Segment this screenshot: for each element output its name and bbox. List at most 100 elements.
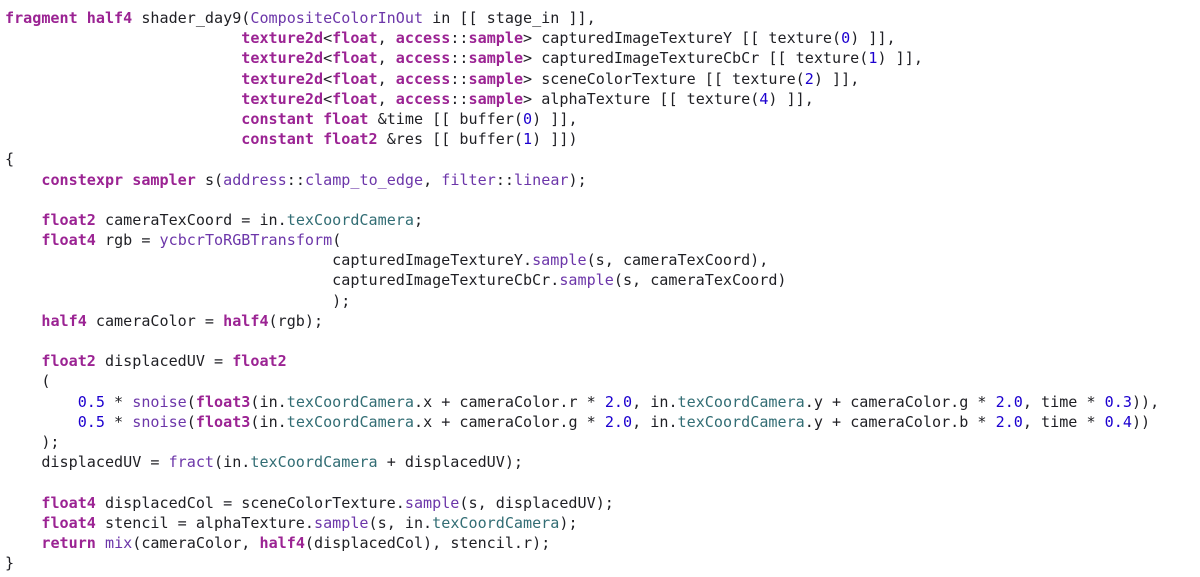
code-token: + displacedUV);: [377, 453, 524, 472]
code-token: [5, 90, 241, 108]
code-token: [5, 393, 78, 411]
code-token: ) ]]): [532, 130, 578, 149]
code-token: [314, 130, 323, 148]
code-token: 0.4: [1104, 412, 1132, 431]
code-token: (s, displacedUV);: [459, 493, 614, 512]
code-token: (: [332, 231, 342, 250]
code-token: float: [332, 49, 378, 68]
code-token: float4: [41, 493, 96, 512]
code-token: displacedUV =: [95, 352, 233, 371]
code-line: );: [5, 291, 1200, 311]
code-token: > capturedImageTextureY [[ texture(: [523, 29, 842, 48]
code-token: constexpr: [41, 170, 124, 189]
code-token: <: [323, 29, 333, 48]
code-token: constant: [241, 130, 314, 149]
code-token: (s, cameraTexCoord): [613, 271, 787, 290]
code-line: displacedUV = fract(in.texCoordCamera + …: [5, 452, 1200, 472]
code-token: access: [395, 69, 451, 88]
code-token: [5, 231, 41, 249]
code-token: 4: [759, 89, 769, 108]
code-line: float2 cameraTexCoord = in.texCoordCamer…: [5, 210, 1200, 230]
code-line: fragment half4 shader_day9(CompositeColo…: [5, 8, 1200, 28]
code-token: 0: [841, 29, 851, 48]
code-token: shader_day9(: [132, 9, 251, 27]
code-token: float2: [41, 352, 96, 371]
code-token: sample: [468, 49, 524, 68]
code-token: float4: [41, 231, 96, 250]
code-token: 2.0: [995, 392, 1023, 411]
code-line: );: [5, 432, 1200, 452]
code-token: texCoordCamera: [286, 392, 414, 411]
code-token: half4: [259, 533, 305, 552]
code-token: sample: [468, 69, 524, 88]
code-token: stencil = alphaTexture.: [95, 513, 314, 532]
code-token: 1: [523, 130, 533, 149]
code-token: > alphaTexture [[ texture(: [523, 89, 760, 108]
code-token: 0.5: [77, 392, 105, 411]
code-token: float4: [41, 513, 96, 532]
code-token: , in.: [632, 392, 678, 411]
code-token: [5, 70, 241, 88]
code-token: {: [5, 150, 15, 169]
code-token: )),: [1131, 392, 1160, 411]
code-token: ,: [377, 69, 396, 88]
code-token: sampler: [132, 170, 196, 189]
code-token: );: [568, 170, 587, 189]
code-token: .y + cameraColor.b *: [804, 412, 996, 431]
code-token: ) ]],: [850, 29, 896, 48]
code-token: );: [5, 291, 351, 310]
code-token: linear: [514, 170, 569, 189]
code-token: snoise: [132, 392, 187, 411]
code-token: [5, 494, 41, 512]
code-token: [5, 110, 241, 128]
code-token: constant: [241, 109, 314, 128]
code-token: access: [395, 49, 451, 68]
source-code[interactable]: fragment half4 shader_day9(CompositeColo…: [5, 8, 1200, 573]
code-token: sample: [559, 271, 614, 290]
code-token: (in.: [250, 412, 287, 431]
code-token: );: [5, 432, 60, 451]
code-token: <: [323, 49, 333, 68]
code-token: float3: [195, 392, 251, 411]
code-token: texCoordCamera: [250, 453, 378, 472]
code-line: float4 displacedCol = sceneColorTexture.…: [5, 493, 1200, 513]
code-token: texCoordCamera: [677, 412, 805, 431]
code-token: rgb =: [95, 231, 160, 250]
code-token: texCoordCamera: [677, 392, 805, 411]
code-token: ::: [450, 49, 469, 68]
code-token: capturedImageTextureCbCr.: [5, 271, 560, 290]
code-token: [5, 29, 241, 47]
code-token: [5, 413, 78, 431]
code-token: access: [395, 29, 451, 48]
code-line: constant float &time [[ buffer(0) ]],: [5, 109, 1200, 129]
code-token: 0: [523, 109, 533, 128]
code-token: half4: [223, 311, 269, 330]
code-token: (s, cameraTexCoord),: [586, 251, 769, 270]
code-token: [123, 171, 132, 189]
code-token: > capturedImageTextureCbCr [[ texture(: [523, 49, 869, 68]
code-token: (: [186, 412, 196, 431]
code-token: ::: [495, 170, 514, 189]
code-token: float: [332, 29, 378, 48]
code-token: texCoordCamera: [286, 210, 414, 229]
code-line: capturedImageTextureY.sample(s, cameraTe…: [5, 250, 1200, 270]
code-line: {: [5, 149, 1200, 169]
code-token: [5, 534, 41, 552]
code-token: ::: [450, 29, 469, 48]
code-token: half4: [86, 9, 133, 27]
code-token: clamp_to_edge: [304, 170, 424, 189]
code-line: [5, 190, 1200, 210]
code-token: float: [332, 89, 378, 108]
code-token: cameraColor =: [86, 311, 224, 330]
code-token: (displacedCol), stencil.r);: [304, 533, 551, 552]
code-token: .y + cameraColor.g *: [804, 392, 996, 411]
code-line: texture2d<float, access::sample> capture…: [5, 28, 1200, 48]
code-token: cameraTexCoord = in.: [95, 210, 287, 229]
code-token: &time [[ buffer(: [368, 109, 523, 128]
code-token: texture2d: [241, 69, 324, 88]
code-token: fragment: [5, 9, 78, 27]
code-token: ) ]],: [877, 49, 923, 68]
code-token: s(: [195, 170, 224, 189]
code-token: [5, 171, 41, 189]
